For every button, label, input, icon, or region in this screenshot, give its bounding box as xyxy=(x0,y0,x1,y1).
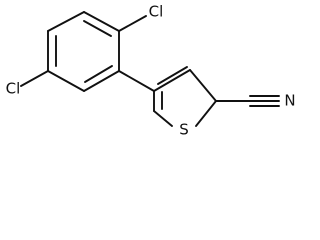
substituent-bonds xyxy=(20,15,155,92)
benzene-bond-1 xyxy=(83,11,120,32)
benzene-bond-6 xyxy=(47,11,85,32)
thiophene-bond-s-c2 xyxy=(153,110,173,127)
thiophene-double-bond-inner-1 xyxy=(157,66,188,85)
nitrile-group xyxy=(215,95,280,107)
atom-labels: Cl Cl S N xyxy=(6,3,296,139)
aryl-thiophene-bond xyxy=(118,70,155,92)
chlorine-label-top: Cl xyxy=(149,3,164,21)
dichlorophenyl-ring xyxy=(47,11,120,92)
bond-to-left-chlorine xyxy=(20,70,49,87)
thiophene-bond-c5-s xyxy=(195,100,217,127)
sulfur-label: S xyxy=(179,121,189,139)
benzene-double-bond-inner-2 xyxy=(84,65,113,83)
thiophene-bond-c4-c5 xyxy=(189,69,217,102)
benzene-bond-3 xyxy=(83,70,120,92)
molecule-diagram: Cl Cl S N xyxy=(6,3,296,139)
thiophene-ring xyxy=(153,66,217,127)
benzene-bond-4 xyxy=(47,70,85,92)
thiophene-bond-c3-c4 xyxy=(153,69,191,92)
nitrogen-label: N xyxy=(284,92,295,110)
bond-to-top-chlorine xyxy=(118,15,147,32)
benzene-double-bond-inner-1 xyxy=(83,20,112,37)
chemical-structure-canvas: Cl Cl S N xyxy=(5,2,296,139)
chlorine-label-left: Cl xyxy=(6,80,21,98)
